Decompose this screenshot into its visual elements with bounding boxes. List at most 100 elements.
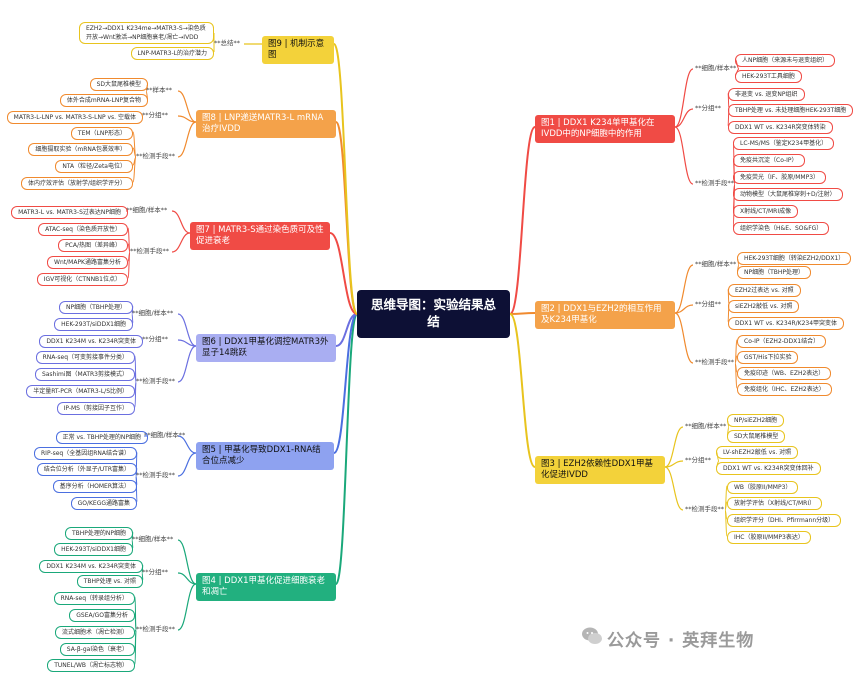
- f2-leaf-1-1[interactable]: siEZH2敲低 vs. 对照: [728, 300, 800, 313]
- f1-leaf-1-0[interactable]: 非退变 vs. 退变NP组织: [728, 88, 805, 101]
- f6-leaf-2-1[interactable]: Sashimi图（MATR3剪接模式）: [34, 368, 135, 381]
- f1-leaf-1-2[interactable]: DDX1 WT vs. K234R突变体转染: [728, 121, 833, 134]
- f4-leaf-0-1[interactable]: HEK-293T/siDDX1细胞: [54, 543, 133, 556]
- f1-leaf-0-0[interactable]: 人NP细胞（来源未与退变组织）: [735, 54, 836, 67]
- f1-leaf-1-1[interactable]: TBHP处理 vs. 未处理细胞HEK-293T细胞: [728, 104, 854, 117]
- f4-leaf-1-1[interactable]: TBHP处理 vs. 对照: [76, 575, 143, 588]
- f1-group-label-0[interactable]: **细胞/样本**: [695, 64, 737, 72]
- link-f4-group-2: [177, 583, 197, 631]
- f1-leaf-2-1[interactable]: 免疫共沉淀（Co-IP）: [733, 154, 805, 167]
- f4-leaf-0-0[interactable]: TBHP处理的NP细胞: [64, 527, 133, 540]
- f3-leaf-1-1[interactable]: DDX1 WT vs. K234R突变体回补: [716, 462, 821, 475]
- f1-leaf-0-1[interactable]: HEK-293T工具细胞: [735, 70, 802, 83]
- f1-leaf-2-2[interactable]: 免疫荧光（IF、胶原/MMP3）: [733, 171, 827, 184]
- f4-group-label-0[interactable]: **细胞/样本**: [132, 535, 174, 543]
- f7-leaf-1-0[interactable]: ATAC-seq（染色质开放性）: [38, 223, 128, 236]
- f6-leaf-0-1[interactable]: HEK-293T/siDDX1细胞: [54, 318, 133, 331]
- f2-leaf-0-1[interactable]: NP细胞（TBHP处理）: [737, 266, 812, 279]
- f3-leaf-0-1[interactable]: SD大鼠尾椎模型: [727, 430, 786, 443]
- f2-leaf-0-0[interactable]: HEK-293T细胞（转染EZH2/DDX1）: [737, 252, 852, 265]
- f2-group-label-1[interactable]: **分组**: [695, 300, 721, 308]
- f1-leaf-2-4[interactable]: X射线/CT/MRI成像: [733, 205, 799, 218]
- f3-leaf-2-3[interactable]: IHC（胶原II/MMP3表达）: [727, 531, 811, 544]
- figure-node-5[interactable]: 图5 | 甲基化导致DDX1-RNA结合位点减少: [196, 442, 334, 470]
- f6-group-label-2[interactable]: **检测手段**: [136, 377, 175, 385]
- link-f3-group-0: [664, 426, 684, 468]
- f3-leaf-1-0[interactable]: LV-shEZH2敲低 vs. 对照: [716, 446, 799, 459]
- f8-leaf-0-1[interactable]: 体外合成mRNA-LNP复合物: [59, 94, 148, 107]
- figure-node-7[interactable]: 图7 | MATR3-S通过染色质可及性促进衰老: [190, 222, 330, 250]
- f8-leaf-2-2[interactable]: NTA（粒径/Zeta电位）: [55, 160, 133, 173]
- f7-leaf-1-2[interactable]: Wnt/MAPK通路富集分析: [47, 256, 128, 269]
- f7-leaf-1-1[interactable]: PCA/热图（差异峰）: [58, 239, 128, 252]
- f2-leaf-2-0[interactable]: Co-IP（EZH2-DDX1结合）: [737, 335, 827, 348]
- f9-leaf-0-1[interactable]: LNP-MATR3-L的治疗潜力: [130, 47, 214, 60]
- f4-leaf-1-0[interactable]: DDX1 K234M vs. K234R突变体: [39, 560, 143, 573]
- f2-group-label-0[interactable]: **细胞/样本**: [695, 260, 737, 268]
- f4-leaf-2-1[interactable]: GSEA/GO富集分析: [69, 609, 135, 622]
- f6-leaf-2-3[interactable]: IP-MS（剪接因子互作）: [56, 402, 135, 415]
- f9-leaf-0-0[interactable]: EZH2→DDX1 K234me→MATR3-S→染色质开放→Wnt激活→NP细…: [79, 22, 214, 44]
- link-center-f6: [335, 313, 358, 347]
- f7-leaf-1-3[interactable]: IGV可视化（CTNNB1位点）: [36, 273, 128, 286]
- f1-leaf-2-3[interactable]: 动物模型（大鼠尾椎穿刺+D/注射）: [733, 188, 843, 201]
- f5-leaf-1-0[interactable]: RIP-seq（全基因组RNA结合谱）: [34, 447, 137, 460]
- f7-group-label-1[interactable]: **检测手段**: [130, 247, 169, 255]
- figure-node-8[interactable]: 图8 | LNP递送MATR3-L mRNA治疗IVDD: [196, 110, 336, 138]
- f8-leaf-2-0[interactable]: TEM（LNP形态）: [70, 127, 133, 140]
- f3-leaf-2-2[interactable]: 组织学评分（DHI、Pfirrmann分级）: [727, 514, 842, 527]
- f6-group-label-0[interactable]: **细胞/样本**: [132, 309, 174, 317]
- f3-group-label-2[interactable]: **检测手段**: [685, 505, 724, 513]
- figure-node-9[interactable]: 图9 | 机制示意图: [262, 36, 334, 64]
- f2-leaf-2-3[interactable]: 免疫组化（IHC、EZH2表达）: [737, 383, 832, 396]
- figure-node-2[interactable]: 图2 | DDX1与EZH2的相互作用及K234甲基化: [535, 301, 675, 329]
- f1-group-label-1[interactable]: **分组**: [695, 104, 721, 112]
- link-f2-group-2: [674, 312, 694, 364]
- f6-leaf-1-0[interactable]: DDX1 K234M vs. K234R突变体: [39, 335, 143, 348]
- f1-group-label-2[interactable]: **检测手段**: [695, 179, 734, 187]
- f2-leaf-2-2[interactable]: 免疫印迹（WB、EZH2表达）: [737, 367, 832, 380]
- f5-group-label-1[interactable]: **检测手段**: [136, 471, 175, 479]
- f3-leaf-0-0[interactable]: NP/siEZH2细胞: [727, 414, 785, 427]
- f8-leaf-0-0[interactable]: SD大鼠尾椎模型: [89, 78, 148, 91]
- f8-group-label-1[interactable]: **分组**: [142, 111, 168, 119]
- f6-group-label-1[interactable]: **分组**: [142, 335, 168, 343]
- f3-group-label-0[interactable]: **细胞/样本**: [685, 422, 727, 430]
- f7-group-label-0[interactable]: **细胞/样本**: [126, 206, 168, 214]
- f4-leaf-2-0[interactable]: RNA-seq（转录组分析）: [53, 592, 135, 605]
- f4-leaf-2-2[interactable]: 流式细胞术（凋亡检测）: [54, 626, 135, 639]
- f4-group-label-1[interactable]: **分组**: [142, 568, 168, 576]
- f3-leaf-2-0[interactable]: WB（胶原II/MMP3）: [727, 481, 799, 494]
- f5-leaf-0-0[interactable]: 正常 vs. TBHP处理的NP细胞: [55, 431, 148, 444]
- f2-leaf-1-2[interactable]: DDX1 WT vs. K234R/K234甲突变体: [728, 317, 845, 330]
- f8-group-label-0[interactable]: **样本**: [146, 86, 172, 94]
- f8-group-label-2[interactable]: **检测手段**: [136, 152, 175, 160]
- f8-leaf-1-0[interactable]: MATR3-L-LNP vs. MATR3-S-LNP vs. 空载体: [6, 111, 143, 124]
- f4-leaf-2-3[interactable]: SA-β-gal染色（衰老）: [59, 643, 135, 656]
- figure-node-1[interactable]: 图1 | DDX1 K234单甲基化在IVDD中的NP细胞中的作用: [535, 115, 675, 143]
- center-node[interactable]: 思维导图：实验结果总结: [357, 290, 510, 338]
- f4-leaf-2-4[interactable]: TUNEL/WB（凋亡标志物）: [47, 659, 135, 672]
- f5-group-label-0[interactable]: **细胞/样本**: [144, 431, 186, 439]
- f9-group-label-0[interactable]: **总结**: [214, 39, 240, 47]
- f6-leaf-2-0[interactable]: RNA-seq（可变剪接事件分类）: [35, 351, 135, 364]
- f2-leaf-2-1[interactable]: GST/His下拉实验: [737, 351, 799, 364]
- f1-leaf-2-0[interactable]: LC-MS/MS（鉴定K234甲基化）: [733, 137, 835, 150]
- figure-node-6[interactable]: 图6 | DDX1甲基化调控MATR3外显子14跳跃: [196, 334, 336, 362]
- f8-leaf-2-1[interactable]: 细胞摄取实验（mRNA包裹效率）: [28, 143, 133, 156]
- figure-node-3[interactable]: 图3 | EZH2依赖性DDX1甲基化促进IVDD: [535, 456, 665, 484]
- f6-leaf-0-0[interactable]: NP细胞（TBHP处理）: [58, 301, 133, 314]
- f5-leaf-1-1[interactable]: 结合位分析（外显子/UTR富集）: [36, 463, 137, 476]
- f3-leaf-2-1[interactable]: 放射学评估（X射线/CT/MRI）: [727, 497, 823, 510]
- f2-group-label-2[interactable]: **检测手段**: [695, 358, 734, 366]
- f5-leaf-1-3[interactable]: GO/KEGG通路富集: [70, 497, 137, 510]
- f2-leaf-1-0[interactable]: EZH2过表达 vs. 对照: [728, 284, 801, 297]
- figure-node-4[interactable]: 图4 | DDX1甲基化促进细胞衰老和凋亡: [196, 573, 336, 601]
- f3-group-label-1[interactable]: **分组**: [685, 456, 711, 464]
- f4-group-label-2[interactable]: **检测手段**: [136, 625, 175, 633]
- f8-leaf-2-3[interactable]: 体内疗效评估（放射学/组织学评分）: [20, 177, 133, 190]
- f1-leaf-2-5[interactable]: 组织学染色（H&E、SO&FG）: [733, 222, 830, 235]
- f6-leaf-2-2[interactable]: 半定量RT-PCR（MATR3-L/S比例）: [26, 385, 135, 398]
- f5-leaf-1-2[interactable]: 基序分析（HOMER算法）: [52, 480, 137, 493]
- f7-leaf-0-0[interactable]: MATR3-L vs. MATR3-S过表达NP细胞: [11, 206, 128, 219]
